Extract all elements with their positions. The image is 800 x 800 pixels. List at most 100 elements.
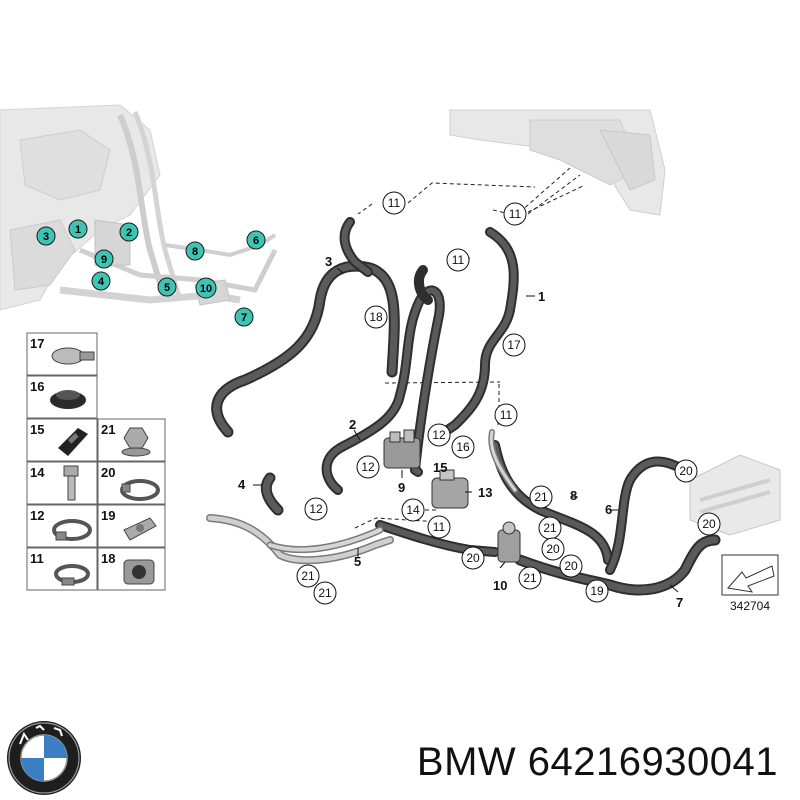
svg-text:9: 9 (101, 254, 107, 266)
hoses (211, 217, 721, 596)
svg-text:1: 1 (75, 224, 81, 236)
bolt-14-drawing (63, 465, 79, 501)
overview-callout-2: 2 (119, 222, 139, 242)
hose-2 (321, 265, 445, 495)
svg-text:2: 2 (126, 227, 132, 239)
legend-label-21: 21 (101, 422, 115, 437)
callout-11-e: 11 (427, 515, 451, 539)
clamp-12-drawing (52, 519, 92, 541)
svg-text:16: 16 (456, 440, 470, 454)
clamp-17-drawing (51, 347, 95, 365)
callout-12-b: 12 (356, 455, 380, 479)
valve-block-9 (383, 429, 421, 469)
svg-text:20: 20 (466, 551, 480, 565)
callout-21-b: 21 (538, 516, 562, 540)
callout-21-d: 21 (296, 564, 320, 588)
svg-text:11: 11 (433, 520, 446, 534)
callout-19: 19 (585, 579, 609, 603)
svg-text:19: 19 (590, 584, 604, 598)
callout-11-a: 11 (382, 191, 406, 215)
callout-11-c: 11 (446, 248, 470, 272)
svg-text:7: 7 (241, 312, 247, 324)
overview-callouts: 3 1 2 9 4 8 5 10 (36, 219, 266, 327)
reference-callouts: 11 11 11 18 17 11 12 16 12 12 14 11 21 2… (296, 191, 721, 605)
metal-pipes (206, 429, 518, 565)
engine-overview (0, 104, 278, 311)
legend-label-18: 18 (101, 551, 115, 566)
legend-label-15: 15 (30, 422, 44, 437)
callout-20-a: 20 (541, 537, 565, 561)
grommet-16-drawing (50, 390, 86, 409)
svg-text:11: 11 (388, 196, 401, 210)
legend-label-11: 11 (30, 551, 44, 566)
svg-text:8: 8 (192, 246, 198, 258)
part-label-10: 10 (493, 578, 507, 593)
legend-label-16: 16 (30, 379, 44, 394)
hose-3 (211, 217, 400, 438)
part-label-6: 6 (605, 502, 612, 517)
overview-callout-3: 3 (36, 226, 56, 246)
hose-4 (260, 472, 284, 516)
svg-text:3: 3 (43, 231, 49, 243)
svg-text:6: 6 (253, 235, 259, 247)
svg-text:4: 4 (98, 276, 105, 288)
footer: BMW 64216930041 (0, 712, 800, 800)
svg-text:21: 21 (523, 571, 537, 585)
svg-text:21: 21 (534, 490, 548, 504)
brand-text: BMW (416, 740, 517, 784)
part-label-3: 3 (325, 254, 332, 269)
hose-1 (435, 227, 519, 440)
leader-lines (253, 267, 679, 593)
svg-text:20: 20 (702, 517, 716, 531)
callout-11-b: 11 (503, 202, 527, 226)
svg-text:20: 20 (546, 542, 560, 556)
legend-label-19: 19 (101, 508, 115, 523)
pump-13 (431, 469, 469, 509)
clip-19-drawing (123, 517, 157, 541)
nut-21-drawing (121, 427, 151, 457)
callout-20-e: 20 (697, 512, 721, 536)
callout-12-c: 12 (304, 497, 328, 521)
overview-callout-1: 1 (68, 219, 88, 239)
callout-18: 18 (364, 305, 388, 329)
svg-text:14: 14 (406, 503, 420, 517)
hose-6 (605, 456, 685, 575)
part-label-2: 2 (349, 417, 356, 432)
bmw-logo-icon (7, 721, 81, 795)
callout-12-a: 12 (427, 423, 451, 447)
callout-20-d: 20 (674, 459, 698, 483)
callout-17: 17 (502, 333, 526, 357)
valve-10 (497, 521, 521, 563)
legend-label-14: 14 (30, 465, 45, 480)
footer-part-text: BMW 64216930041 (417, 740, 778, 785)
overview-callout-10: 10 (195, 277, 217, 299)
svg-text:18: 18 (369, 310, 383, 324)
part-label-7: 7 (676, 595, 683, 610)
svg-text:20: 20 (564, 559, 578, 573)
callout-21-a: 21 (529, 485, 553, 509)
svg-text:12: 12 (309, 502, 323, 516)
svg-text:17: 17 (507, 338, 521, 352)
part-label-1: 1 (538, 289, 545, 304)
svg-text:5: 5 (164, 282, 170, 294)
svg-text:21: 21 (318, 586, 332, 600)
svg-text:10: 10 (200, 283, 212, 295)
callout-20-c: 20 (559, 554, 583, 578)
callout-21-e: 21 (313, 581, 337, 605)
part-number: 64216930041 (527, 740, 778, 784)
overview-callout-5: 5 (157, 277, 177, 297)
overview-callout-6: 6 (246, 230, 266, 250)
callout-16: 16 (451, 435, 475, 459)
hvac-box-overview (449, 109, 666, 216)
overview-callout-4: 4 (91, 271, 111, 291)
svg-text:21: 21 (543, 521, 557, 535)
legend-label-20: 20 (101, 465, 115, 480)
part-label-8: 8 (570, 488, 577, 503)
callout-20-b: 20 (461, 546, 485, 570)
svg-text:20: 20 (679, 464, 693, 478)
diagram-number-box: 342704 (721, 554, 779, 613)
svg-text:21: 21 (301, 569, 315, 583)
legend-label-17: 17 (30, 336, 44, 351)
part-label-4: 4 (238, 477, 246, 492)
